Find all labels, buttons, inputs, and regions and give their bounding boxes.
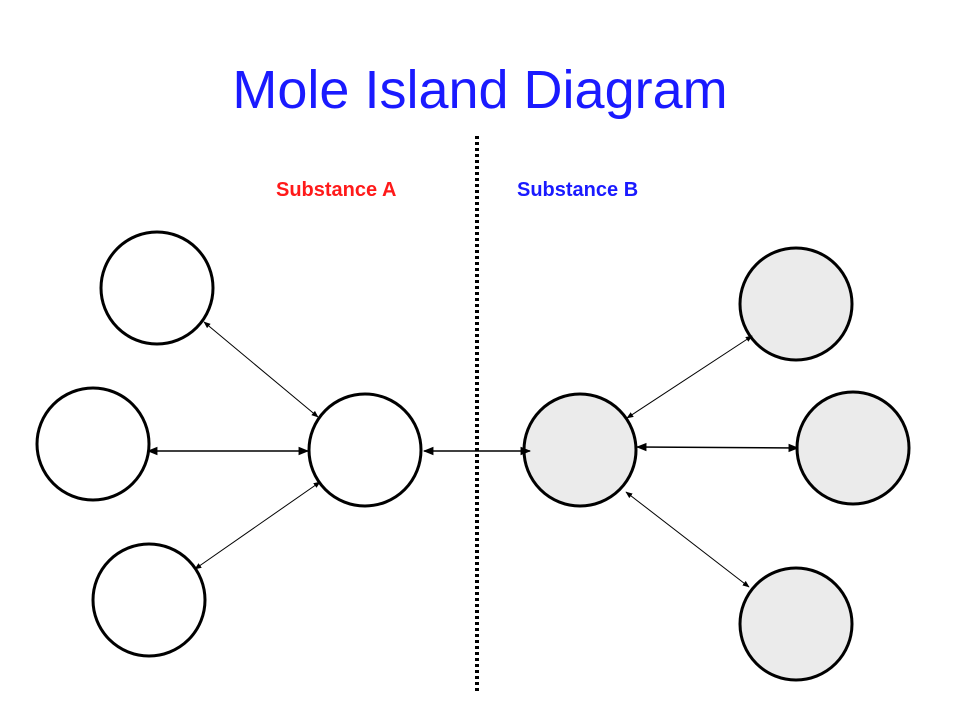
substance-a-label: Substance A [276,179,397,201]
substance-b-label: Substance B [517,179,639,201]
island-a-middle [35,386,151,502]
island-a-top [99,230,215,346]
arrow-b-center-to-bottom [625,491,750,588]
page-title: Mole Island Diagram [232,60,728,120]
island-a-bottom [91,542,207,658]
arrow-a-bottom-to-center [194,481,321,570]
island-b-middle [795,390,911,506]
arrow-a-top-to-center [203,321,319,418]
arrow-b-center-to-middle [635,442,800,453]
island-b-bottom [738,566,854,682]
island-b-top [738,246,854,362]
island-a-center [307,392,423,508]
island-b-center [522,392,638,508]
arrow-b-center-to-top [626,335,753,419]
